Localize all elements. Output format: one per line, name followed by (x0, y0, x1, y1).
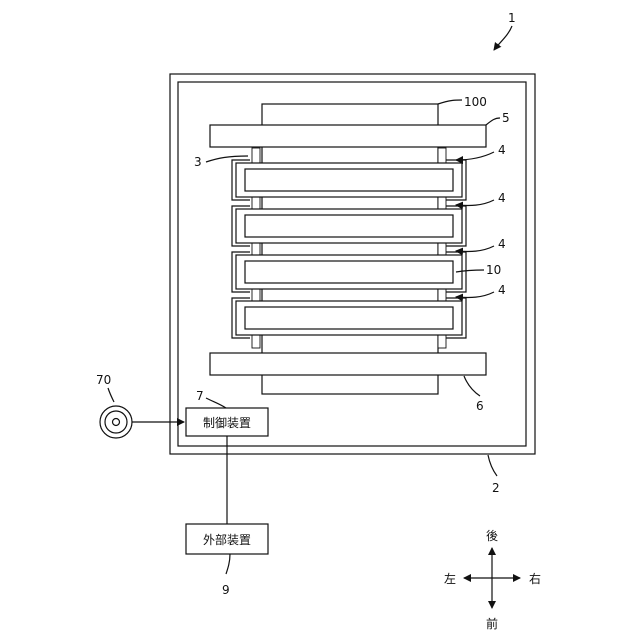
label-1-group: 1 (494, 11, 516, 50)
label-frame: 3 (194, 155, 202, 169)
chamber-leader (488, 455, 497, 476)
external-device-text: 外部装置 (203, 532, 251, 547)
label-apparatus: 1 (508, 11, 516, 25)
compass-left-label: 左 (444, 571, 456, 586)
label-external: 9 (222, 583, 230, 597)
label-holder-1: 4 (498, 143, 506, 157)
label-holder-2: 4 (498, 191, 506, 205)
label-cassette: 10 (486, 263, 501, 277)
label-media: 70 (96, 373, 111, 387)
label-upper-block: 5 (502, 111, 510, 125)
cassette-tray-4 (232, 298, 466, 338)
compass-right-label: 右 (529, 571, 541, 586)
label-holder-3: 4 (498, 237, 506, 251)
controller-box-text: 制御装置 (203, 415, 251, 430)
compass-back-label: 後 (486, 529, 498, 543)
compass-front-label: 前 (486, 616, 498, 631)
lower-block (210, 353, 486, 375)
label-lower-block: 6 (476, 399, 484, 413)
direction-compass: 後 前 左 右 (444, 529, 541, 631)
external-leader (226, 554, 230, 574)
label-substrate: 100 (464, 95, 487, 109)
label-holder-4: 4 (498, 283, 506, 297)
upper-block (210, 125, 486, 147)
media-leader (108, 388, 114, 402)
label-controller: 7 (196, 389, 204, 403)
apparatus-pointer-arrow (494, 26, 512, 50)
label-chamber: 2 (492, 481, 500, 495)
cassette-tray-2 (232, 206, 466, 246)
cassette-tray-1 (232, 160, 466, 200)
cassette-tray-3 (232, 252, 466, 292)
